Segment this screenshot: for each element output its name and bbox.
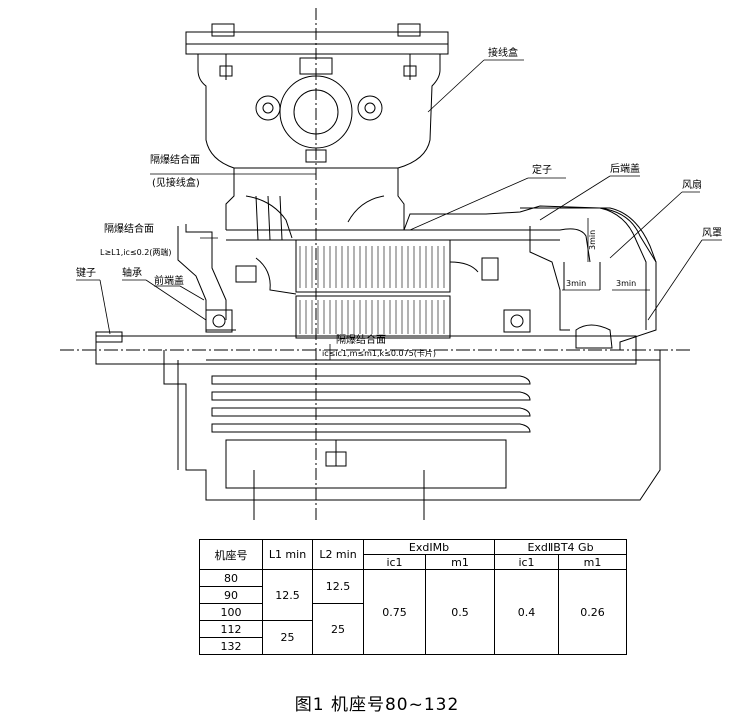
l1-group2-cell: 25 — [262, 620, 313, 655]
motor-frame — [95, 205, 657, 365]
header-l1-min: L1 min — [262, 539, 313, 570]
frame-spec-table: 机座号 L1 min L2 min ExdIMb ExdⅡBT4 Gb ic1 … — [199, 539, 627, 655]
junction-box-neck — [225, 168, 405, 241]
shaft — [95, 335, 637, 365]
header-exdi-mb: ExdIMb — [363, 539, 495, 555]
front-bearing — [205, 309, 233, 333]
junction-box — [185, 23, 449, 169]
frame-fins — [163, 350, 661, 520]
header-exdii-bt4: ExdⅡBT4 Gb — [494, 539, 627, 555]
fan-blade — [575, 324, 613, 349]
frame-cell: 80 — [199, 569, 263, 587]
stator-core-bottom — [295, 295, 451, 339]
label-flameproof-joint-left: 隔爆结合面 — [104, 222, 154, 235]
frame-cell: 132 — [199, 637, 263, 655]
label-rear-end-cover: 后端盖 — [610, 162, 640, 175]
l2-group2-cell: 25 — [312, 603, 364, 655]
label-3min-a: 3min — [566, 279, 586, 288]
label-left-condition: L≥L1,ic≤0.2(两端) — [100, 247, 172, 257]
header-ic1-exdi: ic1 — [363, 554, 426, 570]
label-key: 键子 — [76, 266, 96, 279]
front-end-cover — [177, 226, 236, 331]
header-m1-exdii: m1 — [558, 554, 627, 570]
key — [95, 331, 123, 343]
label-flameproof-joint-bottom: 隔爆结合面 — [336, 333, 386, 346]
label-bearing: 轴承 — [122, 266, 142, 279]
header-ic1-exdii: ic1 — [494, 554, 559, 570]
stator-core-top — [295, 239, 451, 293]
header-frame-no: 机座号 — [199, 539, 263, 570]
rear-bearing — [503, 309, 531, 333]
header-m1-exdi: m1 — [425, 554, 495, 570]
l1-group1-cell: 12.5 — [262, 569, 313, 621]
rear-end-cover — [529, 226, 570, 331]
label-see-junction-box: (见接线盒) — [152, 176, 200, 189]
motor-cross-section-drawing: 接线盒 隔爆结合面 (见接线盒) 定子 后端盖 风扇 风罩 隔爆结合面 L≥L1… — [60, 8, 722, 520]
label-bottom-condition: ic≤ic1,m≤m1,k≤0.075(卡片) — [322, 348, 436, 358]
l2-group1-cell: 12.5 — [312, 569, 364, 604]
label-flameproof-joint-junction: 隔爆结合面 — [150, 153, 200, 166]
label-stator: 定子 — [532, 163, 552, 176]
fan-cover — [520, 207, 657, 263]
frame-cell: 90 — [199, 586, 263, 604]
exdi-ic1-cell: 0.75 — [363, 569, 426, 655]
label-3min-vertical: 3min — [588, 230, 597, 250]
leader-lines — [76, 59, 722, 360]
frame-cell: 100 — [199, 603, 263, 621]
exdii-ic1-cell: 0.4 — [494, 569, 559, 655]
label-3min-b: 3min — [616, 279, 636, 288]
label-junction-box: 接线盒 — [488, 46, 518, 59]
figure-caption: 图1 机座号80~132 — [294, 695, 460, 715]
exdi-m1-cell: 0.5 — [425, 569, 495, 655]
label-fan: 风扇 — [682, 178, 702, 191]
label-fan-cover: 风罩 — [702, 227, 722, 239]
exdii-m1-cell: 0.26 — [558, 569, 627, 655]
frame-cell: 112 — [199, 620, 263, 638]
label-front-end-cover: 前端盖 — [154, 274, 184, 287]
header-l2-min: L2 min — [312, 539, 364, 570]
